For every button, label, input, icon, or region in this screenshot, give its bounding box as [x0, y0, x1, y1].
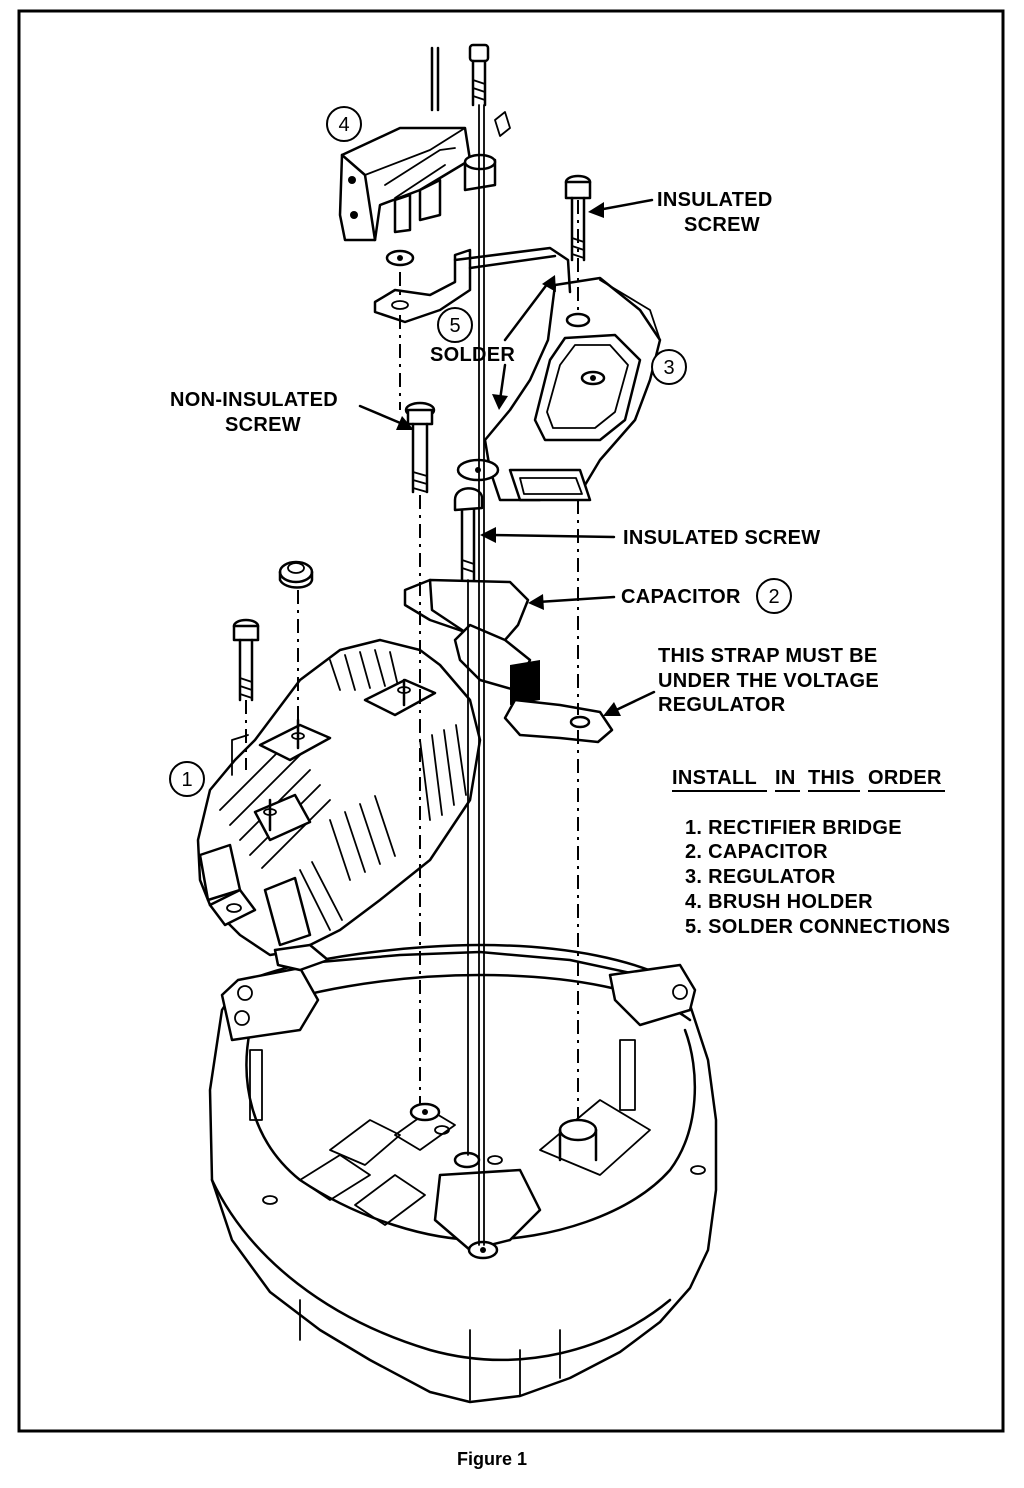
install-heading-word-3: THIS: [808, 767, 855, 789]
insulated-screw-mid-label: INSULATED SCREW: [623, 527, 820, 549]
install-step-2: 2. CAPACITOR: [685, 841, 828, 863]
voltage-regulator: [456, 276, 662, 502]
alternator-housing: [208, 943, 718, 1404]
svg-text:1: 1: [181, 769, 192, 791]
install-step-4: 4. BRUSH HOLDER: [685, 891, 873, 913]
callout-labels: INSULATED SCREW SOLDER NON-INSULATED SCR…: [170, 189, 879, 716]
install-step-3: 3. REGULATOR: [685, 866, 836, 888]
install-step-5: 5. SOLDER CONNECTIONS: [685, 916, 950, 938]
strap-note-line2: UNDER THE VOLTAGE: [658, 670, 879, 692]
install-heading-word-4: ORDER: [868, 767, 942, 789]
capacitor-label: CAPACITOR: [621, 586, 741, 608]
alignment-lines: [245, 104, 579, 1246]
callout-4: 4: [326, 106, 362, 142]
capacitor-part: [403, 578, 614, 744]
figure-frame: [17, 9, 1005, 1433]
svg-text:4: 4: [338, 114, 349, 136]
non-insulated-screw-label-line1: NON-INSULATED: [170, 389, 338, 411]
part-number-callouts: 1 2 3 4 5: [169, 106, 792, 797]
screws: [232, 43, 592, 702]
brush-holder: [338, 46, 511, 242]
strap-note-line1: THIS STRAP MUST BE: [658, 645, 878, 667]
callout-5: 5: [437, 307, 473, 343]
callout-2: 2: [756, 578, 792, 614]
figure-caption: Figure 1: [457, 1449, 527, 1469]
install-step-1: 1. RECTIFIER BRIDGE: [685, 817, 902, 839]
solder-label: SOLDER: [430, 344, 515, 366]
callout-1: 1: [169, 761, 205, 797]
leader-arrows: [358, 198, 656, 716]
solder-connector-strap: [373, 246, 572, 324]
callout-3: 3: [651, 349, 687, 385]
rectifier-bridge: [196, 638, 482, 972]
strap-note-line3: REGULATOR: [658, 694, 786, 716]
install-order-block: INSTALL IN THIS ORDER 1. RECTIFIER BRIDG…: [672, 767, 950, 938]
install-heading-word-1: INSTALL: [672, 767, 757, 789]
insulated-screw-label-line2: SCREW: [684, 214, 760, 236]
capacitor-strap: [510, 660, 540, 705]
install-heading-word-2: IN: [775, 767, 796, 789]
non-insulated-screw-label-line2: SCREW: [225, 414, 301, 436]
svg-text:2: 2: [768, 586, 779, 608]
insulated-screw-label-line1: INSULATED: [657, 189, 773, 211]
svg-text:3: 3: [663, 357, 674, 379]
svg-text:5: 5: [449, 315, 460, 337]
